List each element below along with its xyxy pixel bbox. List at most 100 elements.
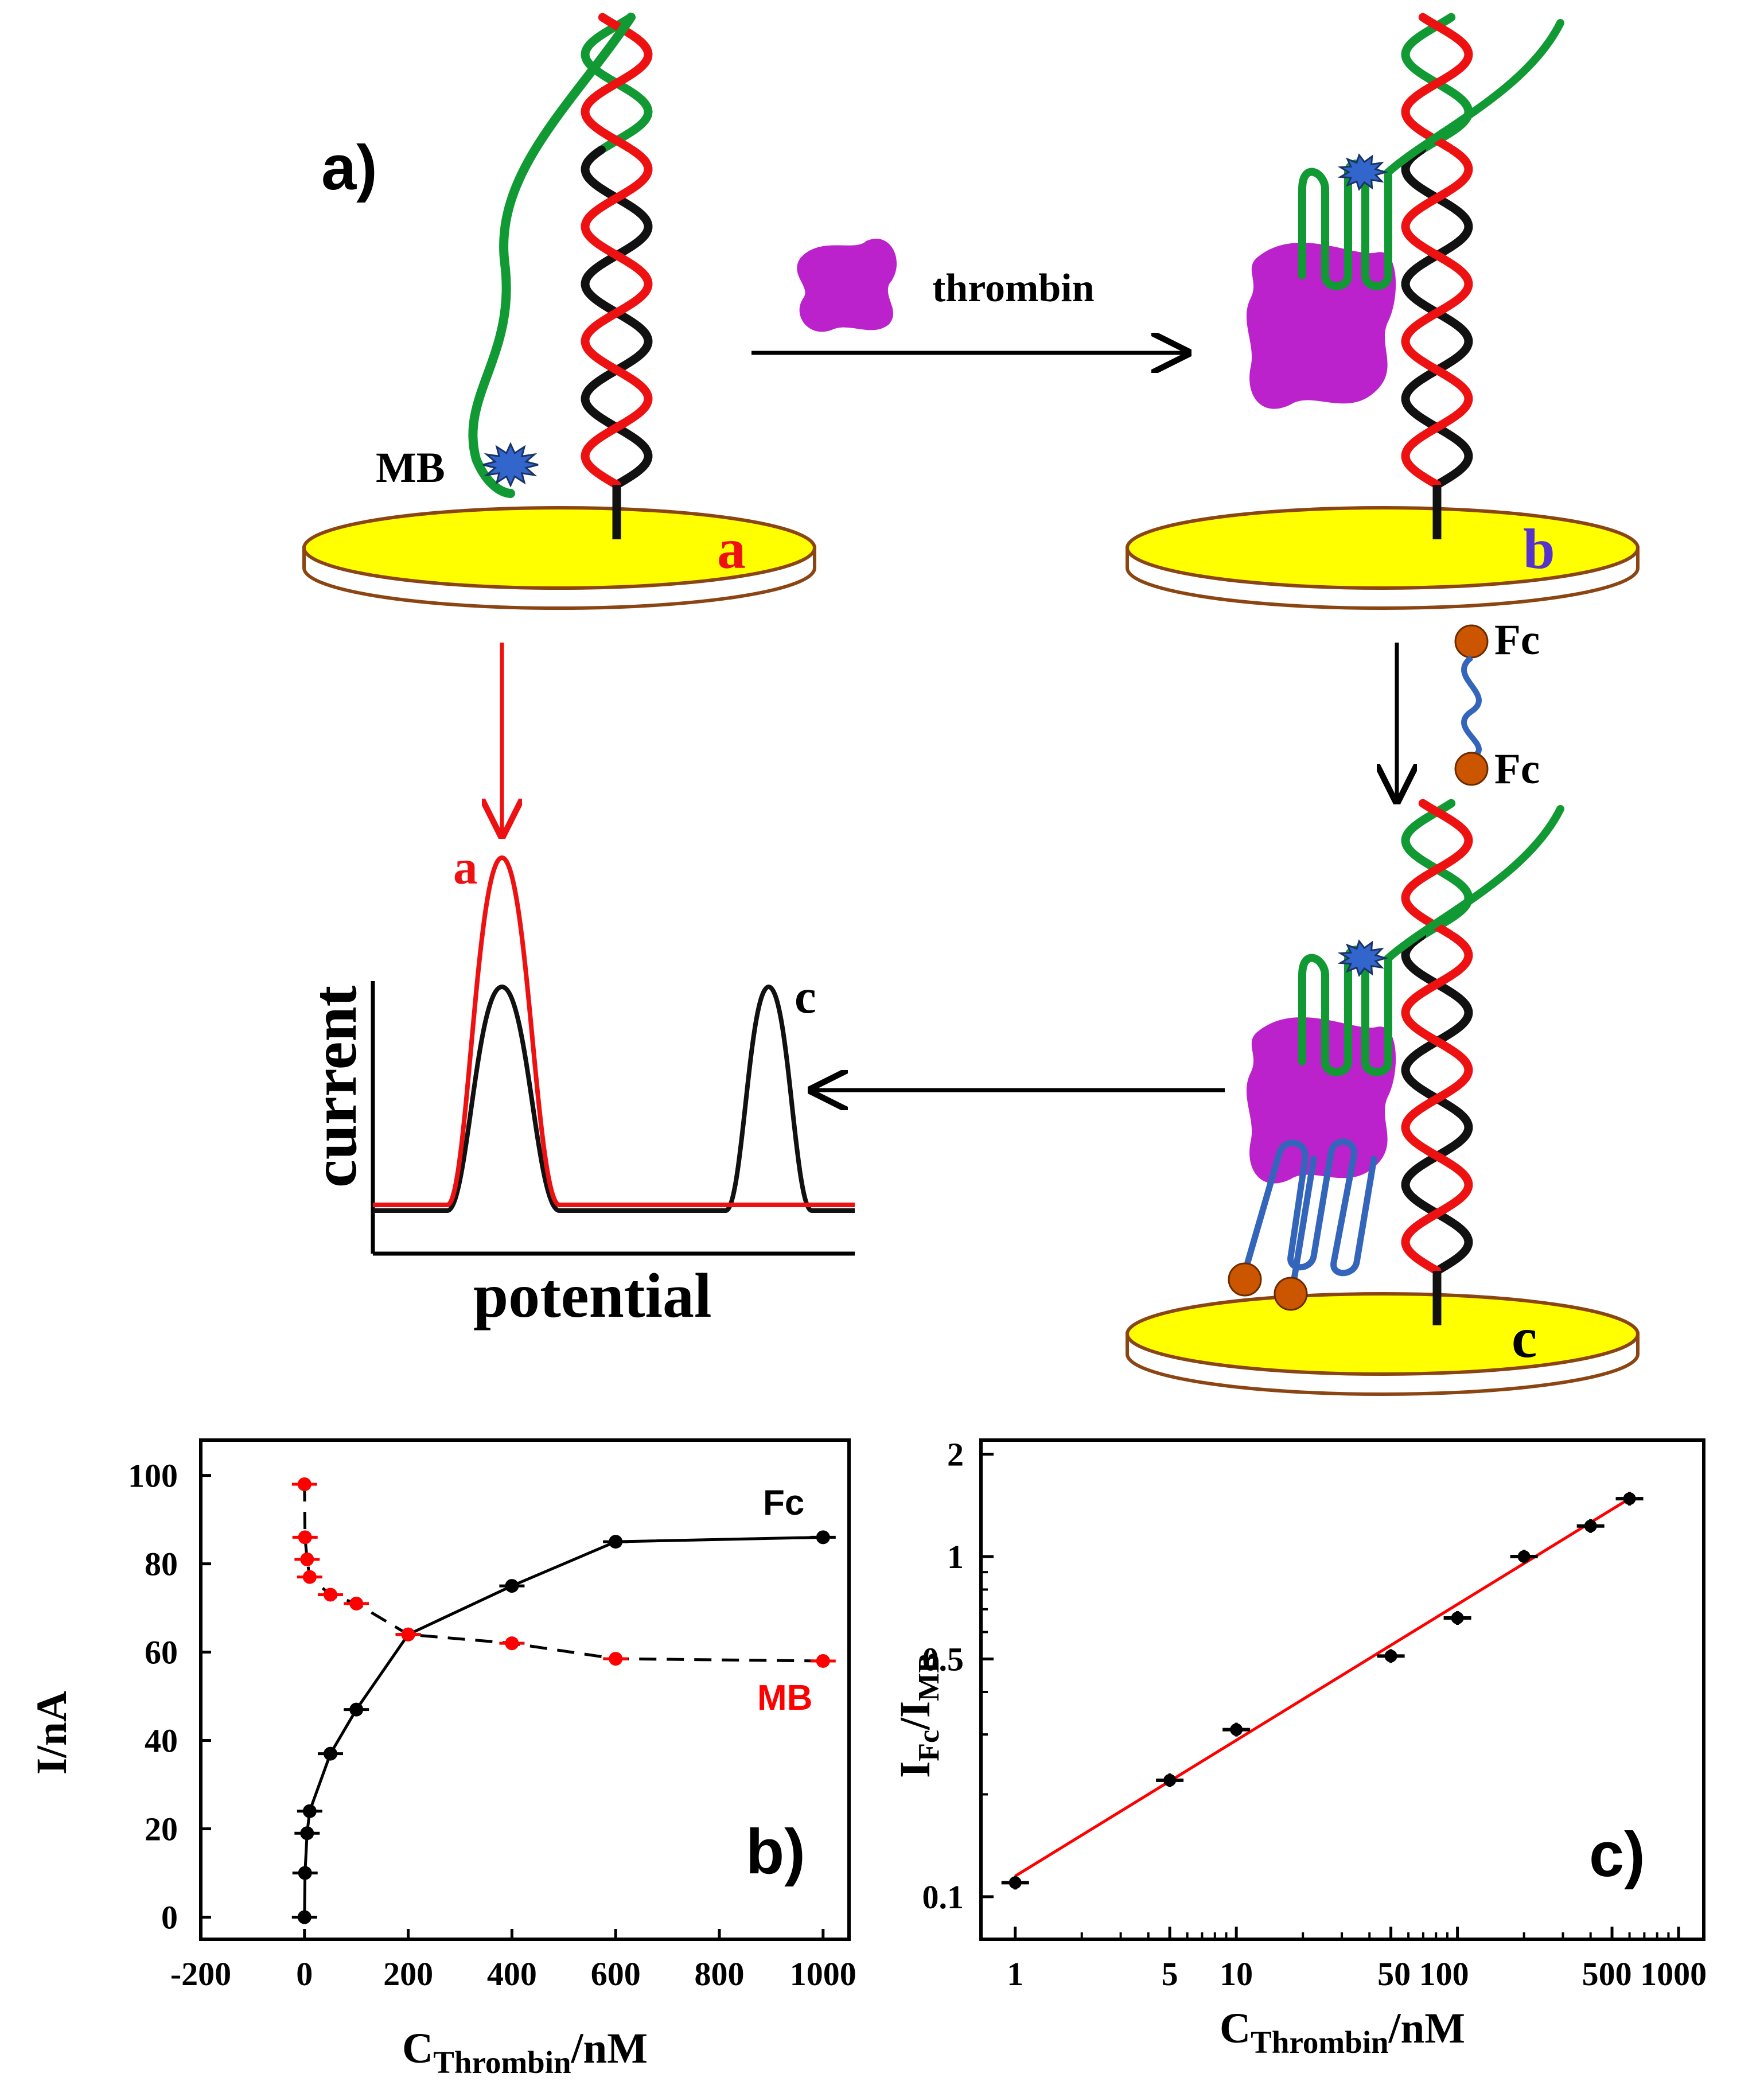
chart-c-ytick-label: 1 [947, 1538, 964, 1575]
aptamer-strand-a [468, 13, 636, 498]
electrode-a: a [302, 506, 816, 610]
fc-label-2: Fc [1494, 745, 1540, 793]
chart-b-point-mb [349, 1596, 364, 1610]
chart-b-xtick-label: 200 [383, 1955, 433, 1993]
electrode-b-label: b [1523, 517, 1555, 581]
chart-b-point-fc [302, 1804, 317, 1818]
helix-strand [581, 13, 653, 153]
chart-b-ytick-label: 20 [145, 1811, 178, 1848]
chart-c-xtick-label: 5 [1162, 1955, 1178, 1993]
chart-c-point [1517, 1550, 1531, 1563]
chart-c-xlabel: CThrombin/nM [1220, 2005, 1465, 2060]
chart-b-series-line-mb [303, 1484, 823, 1663]
chart-b-point-mb [816, 1654, 830, 1668]
chart-c-xtick-label: 1 [1007, 1955, 1023, 1993]
chart-c-ytick-label: 2 [947, 1436, 964, 1473]
mb-tag-a: MB [376, 442, 539, 492]
chart-b-point-fc [300, 1826, 314, 1841]
chart-b-xtick-label: 800 [695, 1955, 745, 1993]
mb-tag-b [1337, 153, 1389, 191]
thrombin-label: thrombin [932, 266, 1095, 310]
chart-b-xlabel-tail: /nM [571, 2025, 648, 2072]
chart-c-point [1230, 1723, 1243, 1736]
electrode-c-label: c [1512, 1306, 1537, 1370]
dna-helix-c [1401, 799, 1473, 1325]
chart-b-ytick-label: 0 [161, 1899, 178, 1936]
voltammogram-trace-c [373, 984, 855, 1213]
chart-b-xlabel-sub: Thrombin [433, 2045, 571, 2080]
chart-c-ylabel-main: I [891, 1761, 939, 1778]
scheme-panel: a) a MB thrombin b [299, 13, 1640, 1396]
chart-c-point [1384, 1650, 1397, 1663]
chart-c-point [1008, 1876, 1022, 1889]
chart-c-xtick-label: 50 100 [1377, 1955, 1469, 1993]
fc-label-1: Fc [1494, 616, 1540, 664]
chart-c-point [1163, 1773, 1177, 1787]
voltammogram-trace-a [373, 855, 855, 1207]
chart-b-point-mb [297, 1477, 311, 1491]
helix-strand [581, 145, 653, 489]
chart-b-series-line-fc [303, 1535, 823, 1917]
dna-helix-a [581, 13, 653, 539]
chart-c-ylabel-mid: /I [891, 1701, 939, 1730]
chart-b-ytick-label: 80 [145, 1546, 178, 1583]
chart-b-point-mb [300, 1552, 314, 1566]
helix-strand [1401, 799, 1473, 939]
electrode-c: c [1126, 1292, 1640, 1396]
chart-c-point [1584, 1519, 1597, 1532]
aptamer-quadruplex-b [1298, 19, 1564, 290]
fc-bound-2 [1274, 1277, 1308, 1311]
chart-c-xlabel-sub: Thrombin [1251, 2025, 1388, 2060]
chart-b-legend-mb: MB [757, 1678, 812, 1718]
voltammogram-inset: current potential a c [299, 841, 855, 1331]
chart-b-xtick-label: -200 [170, 1955, 231, 1993]
inset-xlabel: potential [473, 1261, 712, 1331]
chart-b-legend-fc: Fc [763, 1483, 804, 1523]
dna-helix-b [1401, 13, 1473, 539]
chart-b-frame [199, 1438, 851, 1941]
chart-b-ytick-label: 40 [145, 1722, 178, 1760]
mb-tag-c [1337, 939, 1389, 977]
chart-c-xlabel-main: C [1220, 2005, 1251, 2052]
chart-b-point-fc [298, 1866, 312, 1880]
chart-c-fit-line [1014, 1495, 1634, 1878]
chart-c-point [1623, 1492, 1636, 1506]
thrombin-bound-b [1246, 242, 1396, 409]
helix-strand [1401, 145, 1473, 489]
chart-b-point-mb [609, 1652, 623, 1666]
chart-c-ylabel-sub1: Fc [913, 1730, 945, 1761]
chart-b-point-mb [401, 1627, 415, 1641]
chart-c-ylabel-sub2: MB [913, 1653, 945, 1701]
helix-strand [1401, 931, 1473, 1275]
chart-b-ytick-label: 60 [145, 1634, 178, 1671]
panel-a-label: a) [321, 133, 377, 203]
chart-b-point-fc [324, 1746, 337, 1761]
chart-c-xlabel-tail: /nM [1388, 2005, 1465, 2052]
helix-strand [1401, 13, 1473, 153]
chart-b-point-fc [816, 1530, 830, 1545]
chart-c-xtick-label: 500 1000 [1582, 1955, 1707, 1993]
electrode-a-label: a [717, 517, 746, 581]
chart-b-xlabel: CThrombin/nM [402, 2025, 648, 2080]
chart-b-series [291, 1477, 836, 1924]
chart-b-point-fc [297, 1910, 311, 1924]
chart-b-xtick-label: 1000 [790, 1955, 856, 1993]
chart-c-panel-label: c) [1589, 1819, 1645, 1890]
chart-b-point-mb [302, 1570, 317, 1584]
chart-b-xtick-label: 400 [487, 1955, 537, 1993]
chart-b-ytick-label: 100 [128, 1457, 178, 1495]
chart-c-ytick-label: 0.1 [922, 1878, 964, 1916]
chart-b-ylabel: I/nA [28, 1691, 76, 1775]
chart-b-xlabel-main: C [402, 2025, 433, 2072]
chart-c-xtick-label: 10 [1220, 1955, 1253, 1993]
inset-peak-a-label: a [453, 841, 478, 894]
chart-b-point-mb [298, 1530, 312, 1545]
electrode-b: b [1126, 506, 1640, 610]
chart-b-xtick-label: 0 [296, 1955, 313, 1993]
chart-b-panel-label: b) [746, 1816, 805, 1887]
mb-label: MB [376, 444, 445, 492]
